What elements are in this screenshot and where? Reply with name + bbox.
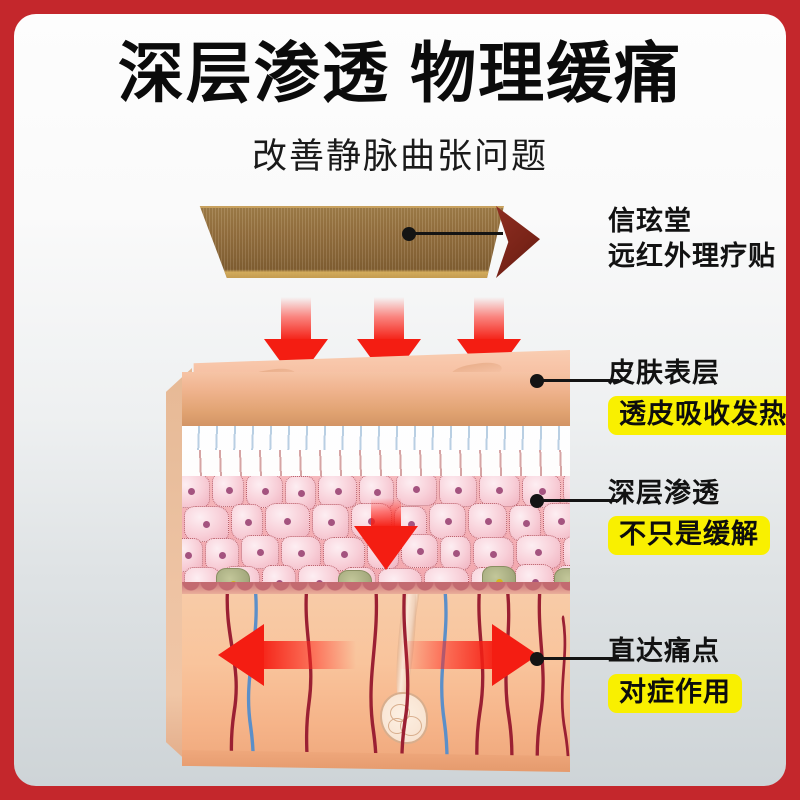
callout-pain-point: 直达痛点 对症作用 (608, 636, 742, 713)
callout-highlight: 不只是缓解 (608, 515, 770, 555)
leader-line-pain-point (530, 651, 619, 667)
leader-line (539, 657, 619, 660)
arrow-tail (281, 297, 311, 341)
dermis-layer (182, 594, 570, 766)
therapy-patch-illustration (144, 194, 544, 304)
page-subtitle: 改善静脉曲张问题 (251, 137, 548, 176)
callout-skin-surface: 皮肤表层 透皮吸收发热 (608, 358, 786, 435)
skin-cross-section-diagram (166, 350, 570, 774)
keratinocyte-cell (265, 503, 310, 539)
callout-title: 皮肤表层 (608, 358, 720, 388)
arrow-tail (474, 297, 504, 341)
keratinocyte-cell (241, 535, 279, 569)
patch-body (199, 206, 504, 278)
callout-deep-penetration: 深层渗透 不只是缓解 (608, 478, 770, 555)
pain-relief-arrow-left (218, 624, 356, 686)
leader-dot (402, 227, 416, 241)
keratinocyte-cell (246, 476, 283, 508)
callout-product-name: 信玹堂 远红外理疗贴 (608, 204, 776, 273)
leader-line (411, 232, 503, 235)
stratum-granulosum-layer (182, 450, 570, 480)
leader-line-skin-surface (530, 373, 619, 389)
leader-line (539, 379, 619, 382)
callout-title-line2: 远红外理疗贴 (608, 240, 776, 271)
pain-relief-arrow-right (400, 624, 538, 686)
arrow-tail (400, 641, 500, 669)
leader-line (539, 499, 619, 502)
leader-line-deep-penetration (530, 493, 619, 509)
keratinocyte-cell (182, 476, 210, 508)
arrow-head (218, 624, 264, 686)
arrow-tail (371, 498, 401, 528)
keratinocyte-cell (281, 536, 321, 570)
page-title: 深层渗透 物理缓痛 (117, 36, 683, 110)
callout-title: 直达痛点 (608, 636, 720, 666)
arrow-tail (374, 297, 404, 341)
callout-highlight: 对症作用 (608, 673, 742, 713)
keratinocyte-cell (396, 476, 437, 506)
callout-highlight: 透皮吸收发热 (608, 395, 786, 435)
leader-line-product (402, 226, 503, 242)
skin-block-bottom-edge (182, 750, 570, 772)
keratinocyte-cell (312, 504, 349, 540)
keratinocyte-cell (543, 503, 570, 539)
keratinocyte-cell (429, 503, 466, 539)
arrow-tail (256, 641, 356, 669)
keratinocyte-cell (440, 536, 471, 570)
keratinocyte-cell (473, 537, 514, 571)
leader-dot (530, 374, 544, 388)
callout-title: 深层渗透 (608, 478, 720, 508)
leader-dot (530, 652, 544, 666)
sweat-gland (380, 692, 428, 744)
callout-title-line1: 信玹堂 (608, 206, 692, 236)
leader-dot (530, 494, 544, 508)
patch-tip (496, 206, 540, 278)
keratinocyte-cell (439, 476, 477, 507)
poster-frame: 深层渗透 物理缓痛 改善静脉曲张问题 (14, 14, 786, 786)
keratinocyte-cell (468, 503, 507, 539)
keratinocyte-cell (184, 506, 229, 542)
keratinocyte-cell (212, 476, 244, 507)
keratinocyte-cell (479, 476, 520, 507)
epidermis-layer (182, 372, 570, 430)
